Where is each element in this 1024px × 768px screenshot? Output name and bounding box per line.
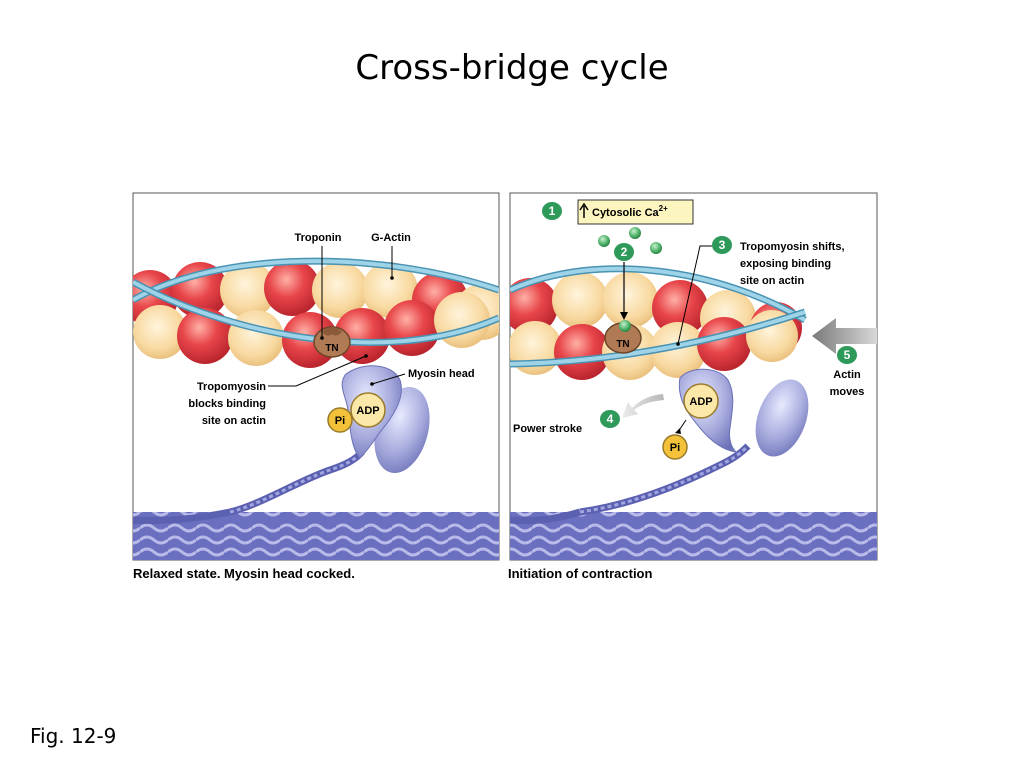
pi-molecule: Pi: [662, 434, 688, 460]
step-2: 2: [614, 243, 634, 261]
step-4: 4 Power stroke: [513, 410, 620, 435]
figure-label: Fig. 12-9: [30, 724, 117, 748]
ca-superscript: 2+: [659, 204, 668, 213]
troponin-complex: TN: [313, 326, 351, 358]
troponin-complex: TN: [604, 320, 642, 354]
right-panel-caption: Initiation of contraction: [508, 566, 653, 581]
svg-text:Tropomyosin shifts,: Tropomyosin shifts,: [740, 241, 845, 253]
left-panel-caption: Relaxed state. Myosin head cocked.: [133, 566, 355, 581]
tropomyosin-label-line3: site on actin: [202, 415, 266, 427]
svg-text:TN: TN: [616, 339, 629, 350]
thick-filament: [510, 512, 877, 560]
tn-label: TN: [325, 343, 338, 354]
tropomyosin-label-line1: Tropomyosin: [197, 381, 266, 393]
svg-text:Pi: Pi: [335, 415, 345, 427]
svg-text:2: 2: [621, 245, 628, 259]
svg-text:5: 5: [844, 348, 851, 362]
calcium-ion: [650, 242, 662, 254]
actin-filament: [510, 272, 802, 380]
svg-text:ADP: ADP: [689, 396, 712, 408]
left-leader-lines: [268, 246, 406, 387]
adp-molecule: ADP: [350, 392, 386, 428]
svg-text:ADP: ADP: [356, 405, 379, 417]
calcium-ion: [598, 235, 610, 247]
svg-text:exposing binding: exposing binding: [740, 258, 831, 270]
svg-text:4: 4: [607, 412, 614, 426]
tropomyosin-label-line2: blocks binding: [188, 398, 266, 410]
adp-molecule: ADP: [683, 383, 719, 419]
cytosolic-ca-label: Cytosolic Ca: [592, 207, 660, 219]
power-stroke-arrow: [622, 394, 664, 418]
svg-text:moves: moves: [830, 386, 865, 398]
svg-text:Pi: Pi: [670, 442, 680, 454]
actin-moves-arrow: [812, 318, 877, 354]
up-arrow-icon: [579, 202, 589, 218]
svg-text:1: 1: [549, 204, 556, 218]
slide-title: Cross-bridge cycle: [355, 48, 669, 88]
myosin-head-label: Myosin head: [408, 368, 475, 380]
calcium-ion: [629, 227, 641, 239]
svg-text:Cytosolic Ca2+: Cytosolic Ca2+: [592, 204, 668, 219]
step-3: 3 Tropomyosin shifts, exposing binding s…: [712, 236, 845, 287]
g-actin-label: G-Actin: [371, 232, 411, 244]
svg-text:Actin: Actin: [833, 369, 861, 381]
step-1: 1 Cytosolic Ca2+: [542, 199, 694, 225]
svg-text:3: 3: [719, 238, 726, 252]
step-5: 5 Actin moves: [830, 346, 865, 398]
bound-calcium: [619, 320, 631, 332]
power-stroke-label: Power stroke: [513, 423, 582, 435]
pi-molecule: Pi: [327, 407, 353, 433]
troponin-label: Troponin: [294, 232, 341, 244]
right-panel: TN ADP Pi: [509, 192, 878, 561]
left-panel: TN ADP Pi: [132, 192, 500, 561]
svg-text:site on actin: site on actin: [740, 275, 804, 287]
